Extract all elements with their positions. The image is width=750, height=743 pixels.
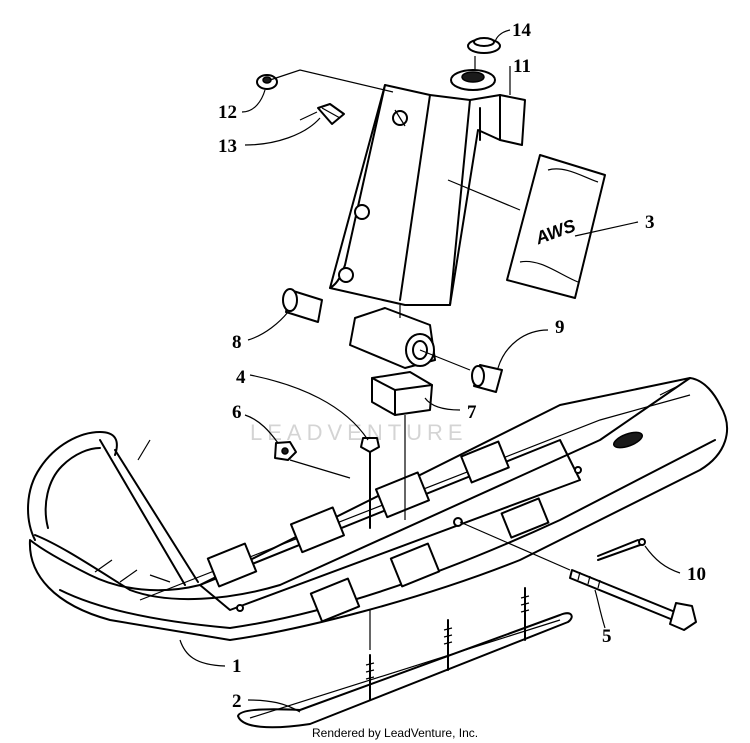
part-4-bolt[interactable] [360,437,380,529]
leader-3 [574,221,639,237]
part-1-ski[interactable] [27,377,729,641]
callout-1: 1 [232,656,242,677]
leader-13 [244,117,321,146]
part-3-decal[interactable]: AWS [506,154,606,299]
part-14-plug[interactable] [467,37,501,54]
callout-3: 3 [645,212,655,233]
leader-2 [247,699,301,713]
leader-8 [247,311,289,341]
part-12-cap[interactable] [256,74,278,90]
leader-5 [594,589,606,629]
part-7-rubber-block[interactable] [371,371,433,416]
callout-8: 8 [232,332,242,353]
part-9-bushing[interactable] [471,364,503,393]
footer-credit: Rendered by LeadVenture, Inc. [312,726,478,740]
callout-5: 5 [602,626,612,647]
callout-4: 4 [236,367,246,388]
watermark-text: LEADVENTURE [250,420,468,445]
callout-7: 7 [467,402,477,423]
leader-4 [249,374,369,441]
callout-11: 11 [513,56,531,77]
callout-9: 9 [555,317,565,338]
leader-6 [244,414,279,444]
callout-14: 14 [512,20,532,41]
callout-2: 2 [232,691,242,712]
leader-1 [179,639,226,667]
leader-7 [424,397,461,411]
part-5-pivot-bolt[interactable] [569,569,697,631]
leader-12 [241,89,266,113]
leader-9 [497,329,549,369]
part-11-spindle[interactable] [329,69,526,306]
spindle-block[interactable] [349,307,436,369]
part-13-fitting[interactable] [317,103,345,125]
leader-10 [644,545,681,574]
callout-13: 13 [218,136,237,157]
part-10-cotter-pin[interactable] [597,538,646,561]
leader-lines [269,56,571,650]
part-2-wear-bar[interactable] [237,587,573,729]
callout-6: 6 [232,402,242,423]
part-6-nut[interactable] [274,441,297,461]
callout-10: 10 [687,564,706,585]
callouts: 1 2 3 4 5 6 7 8 9 10 11 12 13 14 [179,20,706,713]
callout-12: 12 [218,102,237,123]
part-8-bushing[interactable] [282,288,323,323]
leader-14 [494,29,511,43]
